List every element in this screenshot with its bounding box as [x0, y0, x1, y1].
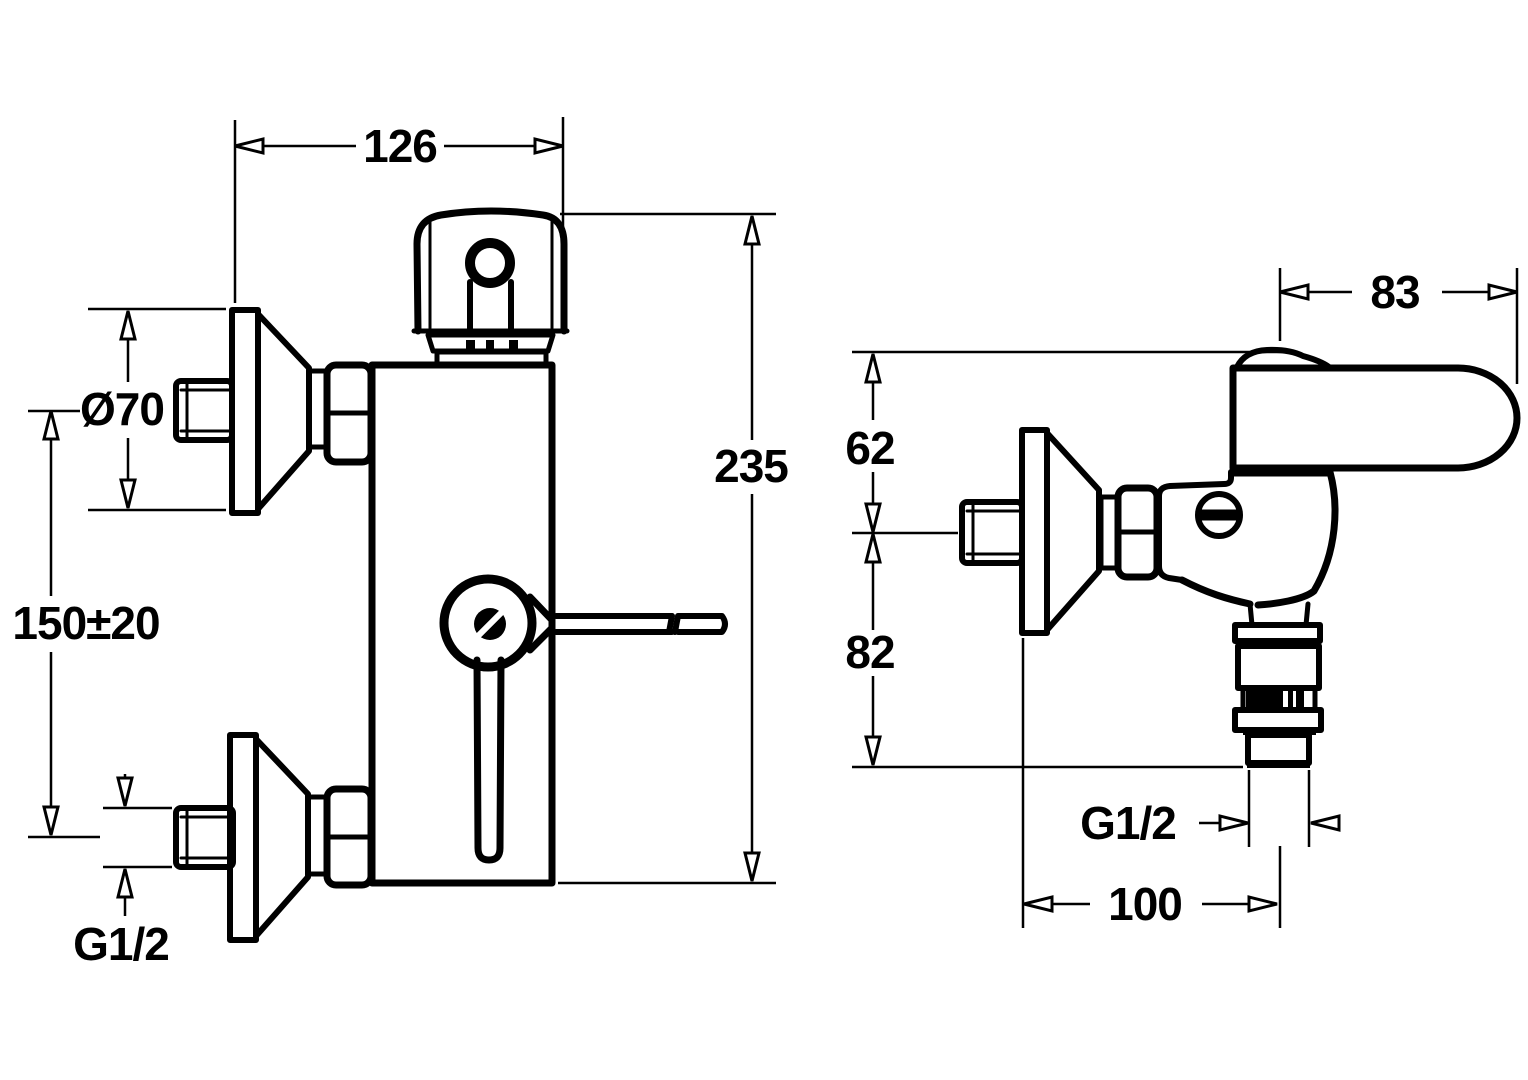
upper-escutcheon-cone — [255, 311, 312, 512]
lever-stem — [473, 656, 505, 864]
dim-inlet-spacing: 150±20 — [12, 409, 161, 839]
dim-inlet-to-outlet: 82 — [845, 533, 1243, 769]
dim-label-inlet-thread: G1/2 — [73, 918, 169, 970]
dim-escutcheon-diameter: Ø70 — [80, 307, 226, 512]
dim-label-126: 126 — [363, 120, 437, 172]
dim-wall-to-outlet: 100 — [1021, 638, 1282, 930]
side-escutcheon-cone — [1044, 430, 1102, 633]
lower-escutcheon-plate — [227, 732, 259, 943]
lever-side — [1229, 346, 1521, 477]
dim-label-escutcheon: Ø70 — [80, 383, 164, 435]
cap-screw-hole — [465, 238, 515, 288]
dim-label-82: 82 — [845, 626, 894, 678]
dim-label-83: 83 — [1370, 266, 1419, 318]
upper-inlet-union — [173, 307, 375, 516]
front-view: 126 235 Ø70 150±20 — [12, 117, 789, 970]
valve-body-side — [1156, 468, 1339, 609]
dim-label-inlet-spacing: 150±20 — [12, 597, 159, 649]
dim-inlet-thread: G1/2 — [73, 774, 172, 970]
dim-label-100: 100 — [1108, 878, 1182, 930]
side-view: 83 62 82 G1/2 — [845, 266, 1521, 930]
dim-height-overall: 235 — [558, 212, 789, 885]
lever-hub — [439, 574, 537, 672]
dim-label-235: 235 — [714, 440, 788, 492]
dim-label-outlet-thread: G1/2 — [1080, 797, 1176, 849]
upper-escutcheon-plate — [229, 307, 261, 516]
side-screw — [1195, 491, 1243, 539]
lever-rod — [553, 613, 728, 635]
valve-body — [368, 361, 556, 887]
dim-top-to-inlet: 62 — [845, 350, 1295, 535]
outlet-assembly — [1232, 601, 1324, 768]
dim-outlet-thread: G1/2 — [1080, 770, 1341, 849]
outlet-thread-stub — [1245, 732, 1312, 766]
dim-label-62: 62 — [845, 422, 894, 474]
side-inlet-union — [959, 427, 1161, 636]
lower-inlet-union — [173, 732, 375, 943]
side-escutcheon-plate — [1019, 427, 1050, 636]
lever-front — [439, 574, 728, 864]
cap-knob — [411, 207, 570, 367]
dim-width-top: 126 — [233, 117, 565, 303]
lower-escutcheon-cone — [253, 736, 311, 939]
dim-lever-length: 83 — [1278, 266, 1519, 384]
